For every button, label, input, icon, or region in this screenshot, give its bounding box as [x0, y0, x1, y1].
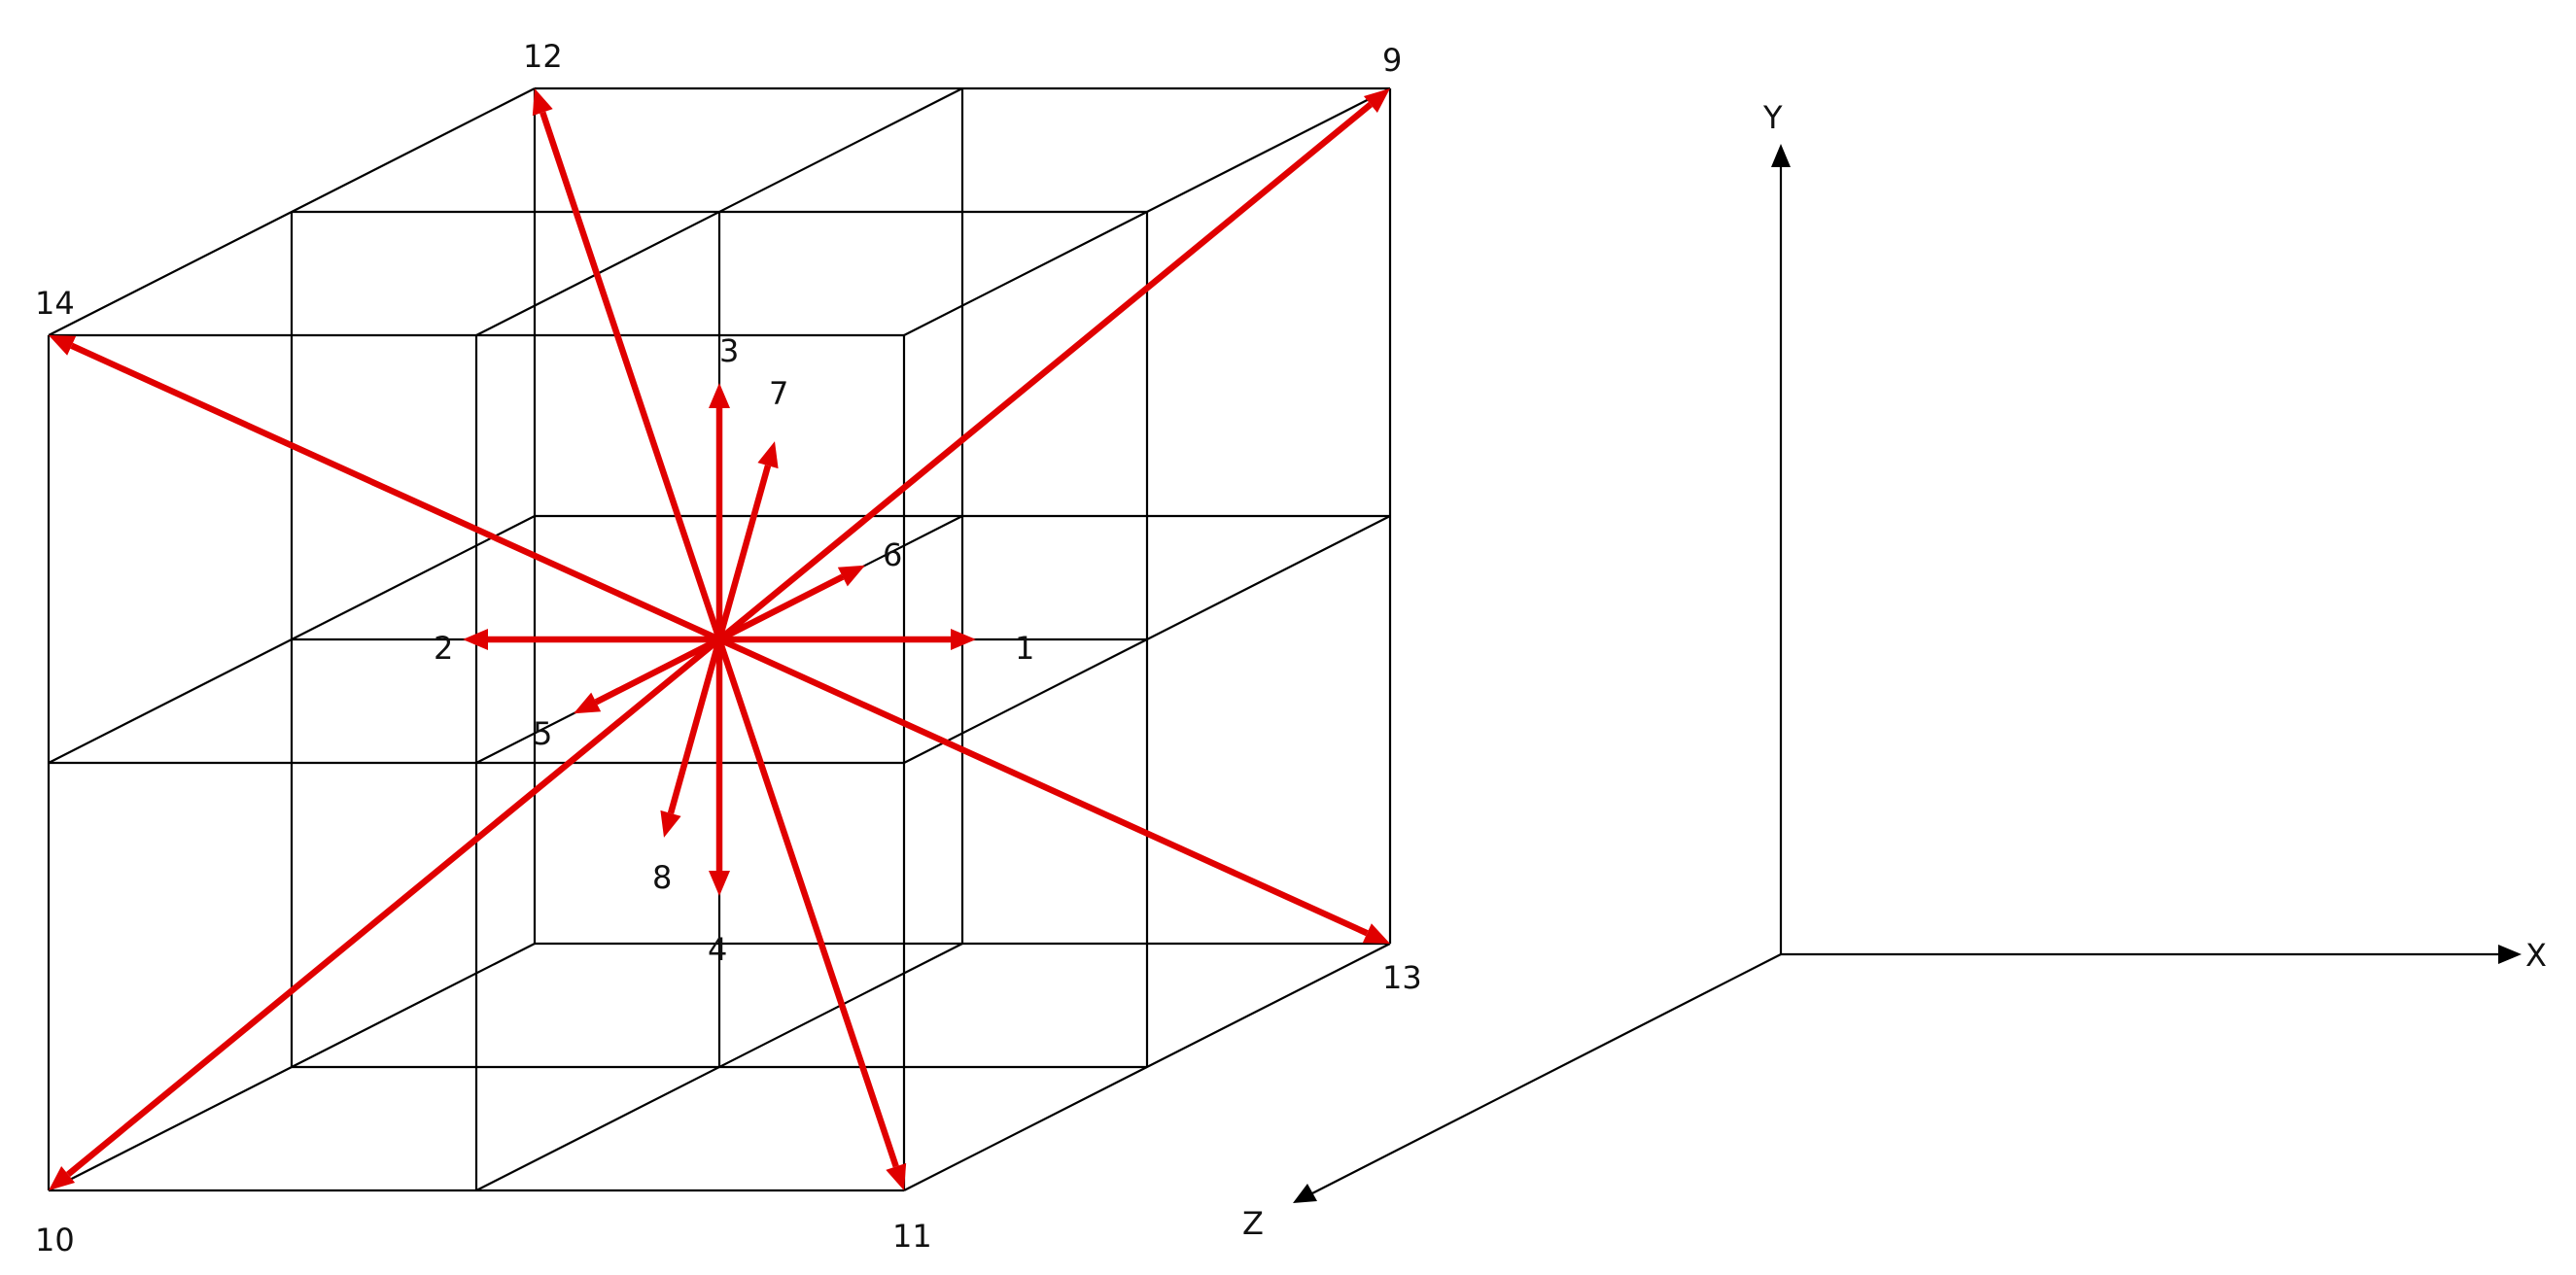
velocity-vectors [49, 88, 1390, 1190]
vector-5-shaft [594, 637, 721, 706]
y-axis-label: Y [1762, 99, 1783, 136]
y-axis-arrowhead [1771, 144, 1791, 167]
vector-4-label: 4 [708, 931, 727, 968]
vector-2-arrowhead [463, 629, 488, 650]
vector-11-label: 11 [892, 1218, 932, 1255]
vector-14-label: 14 [35, 285, 75, 322]
vector-11-shaft [715, 638, 899, 1168]
vector-12-shaft [540, 111, 723, 641]
vector-5-label: 5 [533, 715, 552, 752]
x-axis-arrowhead [2498, 945, 2522, 964]
vector-13-arrowhead [1362, 923, 1390, 944]
vector-10-shaft [66, 637, 722, 1178]
vector-8-arrowhead [660, 810, 681, 838]
vector-13-label: 13 [1382, 959, 1422, 996]
grid-line-z [903, 943, 1391, 1191]
vector-9-label: 9 [1382, 42, 1402, 79]
vector-2-label: 2 [434, 630, 453, 667]
grid-line-z [48, 943, 536, 1191]
vector-1-label: 1 [1015, 630, 1034, 667]
vector-12-label: 12 [523, 38, 563, 75]
vector-7-arrowhead [757, 441, 779, 469]
coordinate-axes: Y X Z [1242, 99, 2547, 1242]
grid-line-z [48, 87, 536, 336]
x-axis-label: X [2525, 937, 2547, 974]
grid-line-z [903, 87, 1391, 336]
vector-14-arrowhead [49, 335, 77, 356]
vector-6-label: 6 [883, 536, 902, 573]
vector-7-shaft [715, 465, 772, 640]
vector-13-shaft [717, 637, 1369, 937]
grid-line-z [475, 87, 963, 336]
vector-8-shaft [667, 638, 723, 814]
vector-14-shaft [70, 342, 721, 642]
vector-8-label: 8 [652, 859, 672, 896]
vector-4-arrowhead [709, 871, 730, 896]
z-axis [1311, 953, 1782, 1194]
z-axis-label: Z [1242, 1205, 1264, 1242]
grid-line-z [475, 943, 963, 1191]
vector-1-arrowhead [951, 629, 976, 650]
vector-5-arrowhead [574, 692, 602, 714]
grid-line-z [48, 515, 536, 764]
vector-3-label: 3 [719, 332, 739, 369]
vector-11-arrowhead [886, 1162, 907, 1190]
vector-12-arrowhead [532, 88, 553, 117]
vector-9-arrowhead [1363, 88, 1390, 114]
grid-line-z [903, 515, 1391, 764]
vector-6-arrowhead [837, 565, 865, 587]
vector-7-label: 7 [769, 375, 788, 412]
z-axis-arrowhead [1293, 1184, 1317, 1203]
vector-10-arrowhead [49, 1165, 76, 1190]
vector-9-shaft [716, 101, 1373, 642]
vector-6-shaft [717, 573, 845, 642]
vector-3-arrowhead [709, 383, 730, 408]
vector-10-label: 10 [35, 1222, 75, 1258]
